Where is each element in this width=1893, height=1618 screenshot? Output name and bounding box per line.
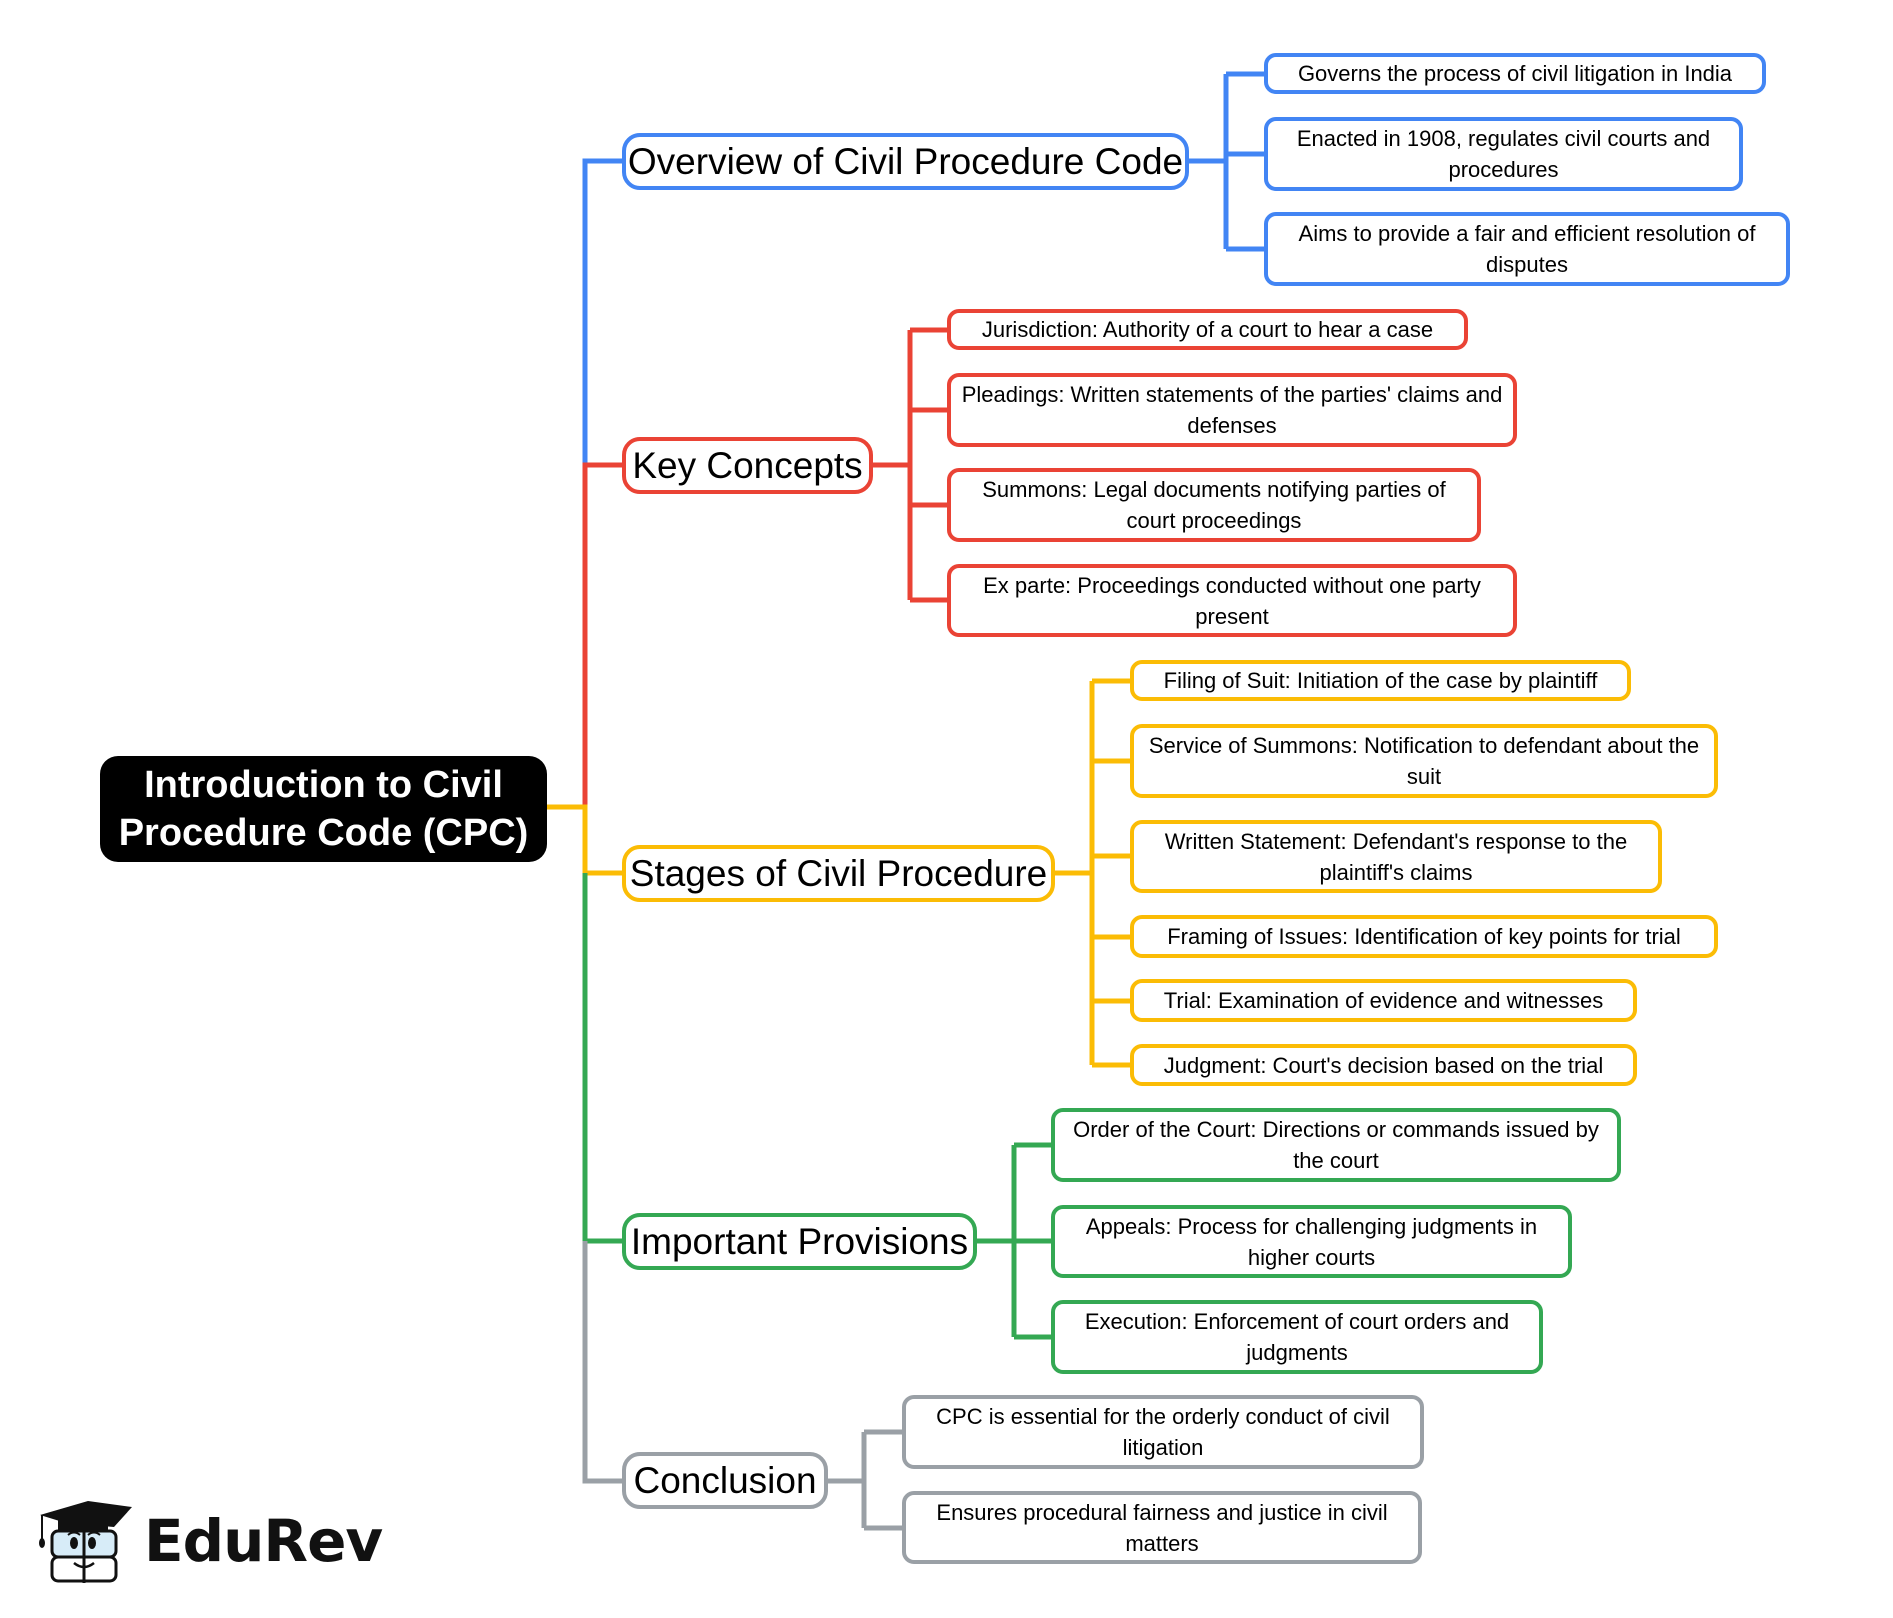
leaf-text: Governs the process of civil litigation …: [1297, 61, 1733, 86]
branch-label: Important Provisions: [630, 1220, 969, 1262]
root-title-line-2: Procedure Code (CPC): [118, 812, 529, 854]
trunk-connector-conclusion: [582, 1241, 622, 1484]
root-title-line-1: Introduction to Civil: [144, 764, 503, 806]
leaf-node[interactable]: Summons: Legal documents notifying parti…: [947, 468, 1481, 542]
leaf-text: Execution: Enforcement of court orders a…: [1084, 1309, 1510, 1365]
leaf-node[interactable]: Ensures procedural fairness and justice …: [902, 1491, 1422, 1564]
leaf-text: Ensures procedural fairness and justice …: [936, 1499, 1388, 1556]
leaf-node[interactable]: Order of the Court: Directions or comman…: [1051, 1108, 1621, 1182]
leaf-node[interactable]: Governs the process of civil litigation …: [1264, 53, 1766, 94]
trunk-connector-provisions: [582, 873, 622, 1244]
trunk-connector-stages: [547, 804, 622, 876]
leaf-node[interactable]: Framing of Issues: Identification of key…: [1130, 915, 1718, 958]
leaf-node[interactable]: Ex parte: Proceedings conducted without …: [947, 564, 1517, 637]
leaf-node[interactable]: Appeals: Process for challenging judgmen…: [1051, 1205, 1572, 1278]
branch-label: Stages of Civil Procedure: [629, 852, 1048, 894]
leaf-node[interactable]: Jurisdiction: Authority of a court to he…: [947, 309, 1468, 350]
bracket-conclusion: [828, 1429, 902, 1531]
bracket-overview: [1189, 71, 1264, 252]
root-node[interactable]: Introduction to Civil Procedure Code (CP…: [100, 756, 547, 862]
leaf-node[interactable]: Filing of Suit: Initiation of the case b…: [1130, 660, 1631, 701]
branch-important-provisions[interactable]: Important Provisions: [622, 1213, 977, 1270]
branch-label: Key Concepts: [632, 444, 863, 486]
leaf-text: Framing of Issues: Identification of key…: [1167, 924, 1681, 949]
leaf-text: Ex parte: Proceedings conducted without …: [983, 572, 1481, 629]
leaf-node[interactable]: CPC is essential for the orderly conduct…: [902, 1395, 1424, 1469]
branch-conclusion[interactable]: Conclusion: [622, 1452, 828, 1509]
leaf-text: Pleadings: Written statements of the par…: [961, 382, 1503, 438]
leaf-text: Judgment: Court's decision based on the …: [1163, 1052, 1604, 1078]
leaf-text: Service of Summons: Notification to defe…: [1148, 733, 1700, 789]
leaf-node[interactable]: Judgment: Court's decision based on the …: [1130, 1044, 1637, 1086]
leaf-node[interactable]: Written Statement: Defendant's response …: [1130, 820, 1662, 893]
leaf-text: Jurisdiction: Authority of a court to he…: [981, 317, 1434, 342]
branch-label: Overview of Civil Procedure Code: [627, 140, 1184, 182]
leaf-text: Enacted in 1908, regulates civil courts …: [1296, 126, 1711, 182]
edurev-wordmark: EduRev: [144, 1507, 383, 1575]
leaf-node[interactable]: Execution: Enforcement of court orders a…: [1051, 1300, 1543, 1374]
leaf-node[interactable]: Enacted in 1908, regulates civil courts …: [1264, 117, 1743, 191]
leaf-text: Trial: Examination of evidence and witne…: [1163, 988, 1604, 1013]
trunk-connector-key-concepts: [582, 462, 622, 807]
branch-overview[interactable]: Overview of Civil Procedure Code: [622, 133, 1189, 190]
bracket-key-concepts: [873, 327, 947, 603]
leaf-node[interactable]: Trial: Examination of evidence and witne…: [1130, 979, 1637, 1022]
leaf-text: CPC is essential for the orderly conduct…: [936, 1404, 1390, 1460]
branch-label: Conclusion: [633, 1459, 817, 1501]
leaf-text: Aims to provide a fair and efficient res…: [1298, 221, 1756, 277]
edurev-logo: EduRev: [36, 1496, 383, 1586]
leaf-text: Appeals: Process for challenging judgmen…: [1085, 1213, 1538, 1270]
leaf-text: Order of the Court: Directions or comman…: [1073, 1117, 1599, 1173]
branch-stages[interactable]: Stages of Civil Procedure: [622, 845, 1055, 902]
leaf-text: Written Statement: Defendant's response …: [1164, 828, 1628, 885]
bracket-stages: [1055, 678, 1130, 1068]
bracket-provisions: [977, 1142, 1051, 1340]
leaf-text: Filing of Suit: Initiation of the case b…: [1163, 668, 1598, 693]
branch-key-concepts[interactable]: Key Concepts: [622, 437, 873, 494]
leaf-node[interactable]: Pleadings: Written statements of the par…: [947, 373, 1517, 447]
graduation-cap-book-mascot-icon: [39, 1501, 132, 1583]
leaf-text: Summons: Legal documents notifying parti…: [982, 477, 1446, 533]
leaf-node[interactable]: Service of Summons: Notification to defe…: [1130, 724, 1718, 798]
leaf-node[interactable]: Aims to provide a fair and efficient res…: [1264, 212, 1790, 286]
